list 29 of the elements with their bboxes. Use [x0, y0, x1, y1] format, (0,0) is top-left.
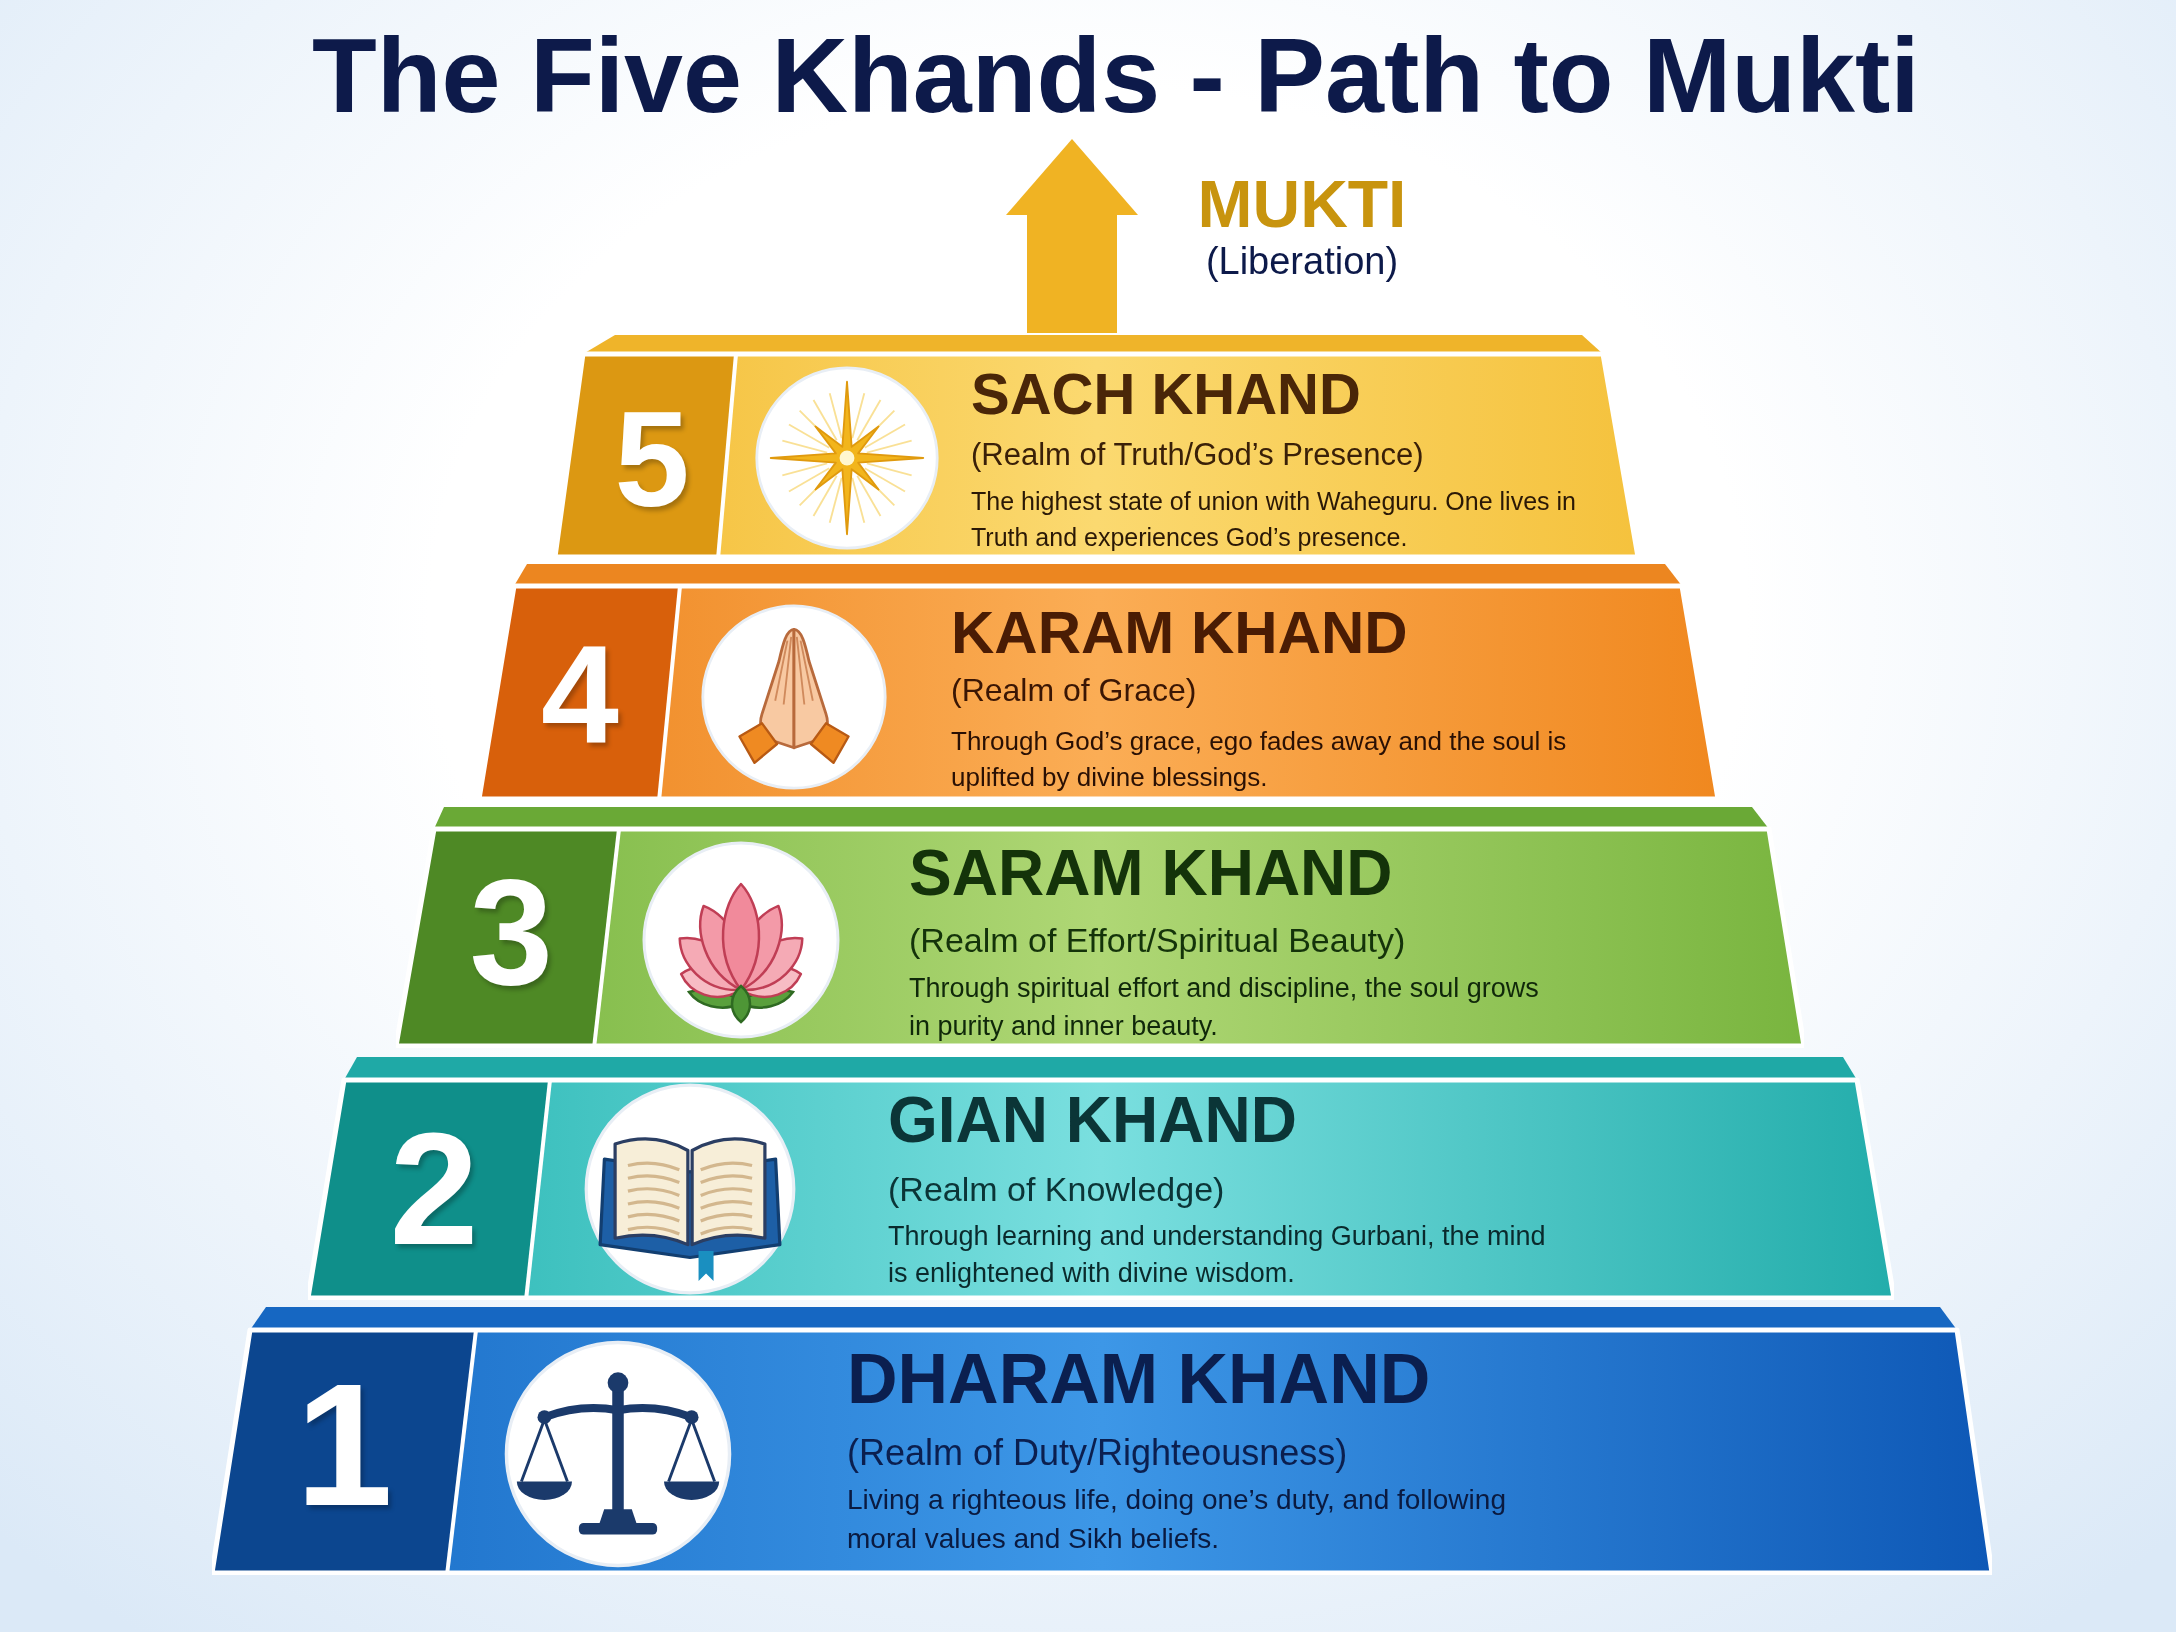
- realm-description: Through learning and understanding Gurbani, the mind is enlightened with divine wisdom.: [888, 1220, 1547, 1290]
- realm-subtitle: (Realm of Truth/God’s Presence): [971, 437, 1424, 473]
- realm-description: Living a righteous life, doing one’s duty, and following moral values and Sikh beliefs.: [847, 1483, 1507, 1556]
- pyramid-tier: [308, 1055, 1894, 1300]
- realm-description: Through God’s grace, ego fades away and the soul is uplifted by divine blessings.: [951, 725, 1568, 794]
- realm-subtitle: (Realm of Knowledge): [888, 1169, 1225, 1209]
- step-number: 1: [295, 1357, 393, 1533]
- pyramid-tier: [396, 805, 1804, 1048]
- step-number: 4: [541, 625, 619, 766]
- step-number: 5: [614, 391, 690, 527]
- pyramid-tier: [212, 1305, 1992, 1575]
- upward-arrow: [1006, 139, 1138, 333]
- realm-subtitle: (Realm of Effort/Spiritual Beauty): [909, 920, 1406, 960]
- realm-title: DHARAM KHAND: [847, 1344, 1431, 1414]
- step-number: 2: [389, 1108, 479, 1269]
- realm-title: GIAN KHAND: [888, 1088, 1297, 1152]
- realm-title: KARAM KHAND: [951, 603, 1408, 663]
- realm-subtitle: (Realm of Duty/Righteousness): [847, 1432, 1348, 1474]
- goal-subtitle: (Liberation): [1205, 239, 1399, 285]
- realm-subtitle: (Realm of Grace): [951, 672, 1197, 709]
- realm-description: The highest state of union with Waheguru. One lives in Truth and experiences God’s presence.: [971, 486, 1577, 553]
- pyramid-tier: [555, 333, 1638, 559]
- realm-title: SARAM KHAND: [909, 841, 1393, 905]
- step-number: 3: [469, 856, 553, 1007]
- realm-title: SACH KHAND: [971, 365, 1361, 423]
- goal-heading: MUKTI: [1197, 170, 1407, 240]
- page-title: The Five Khands - Path to Mukti: [312, 22, 1920, 128]
- realm-description: Through spiritual effort and discipline, the soul grows in purity and inner beauty.: [909, 972, 1540, 1043]
- pyramid-tier: [479, 562, 1718, 801]
